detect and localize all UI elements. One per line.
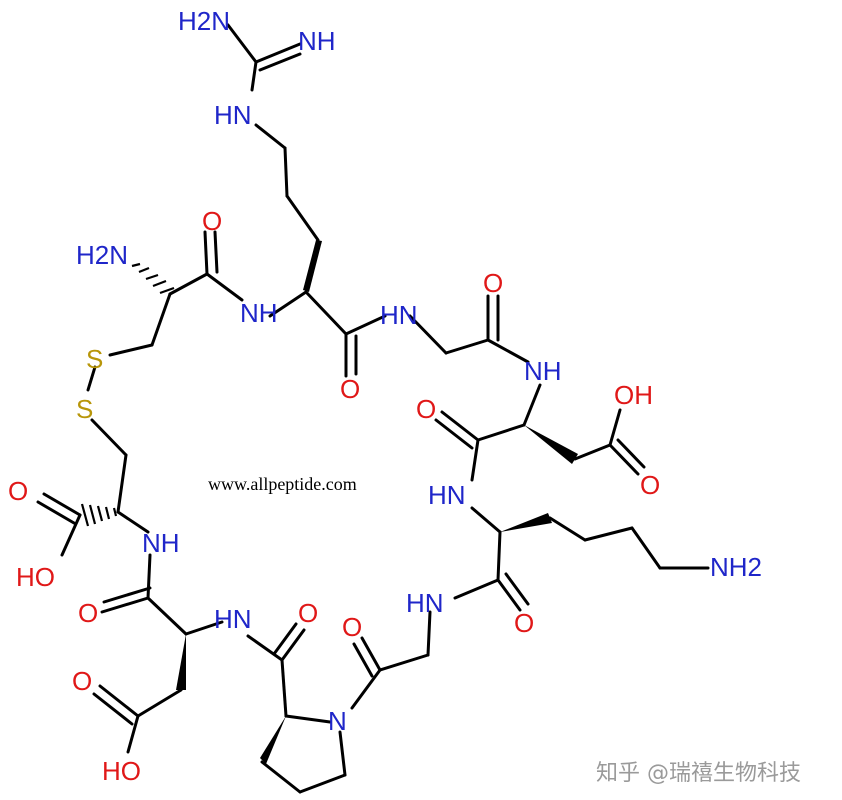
bond-skeleton: [36, 23, 710, 794]
watermark: 知乎 @瑞禧生物科技: [596, 761, 801, 786]
guanidine-nh-label: NH: [298, 26, 336, 56]
lys-amine-label: NH2: [710, 552, 762, 582]
atom-labels: H2N NH HN H2N O NH O HN O NH OH O O HN N…: [8, 6, 762, 786]
pro-n-label: N: [328, 706, 347, 736]
gly1-carbonyl-o-label: O: [483, 268, 503, 298]
wedge-asp1: [524, 425, 578, 464]
hash-cys2: [80, 503, 118, 527]
gly1-hn-label: HN: [380, 300, 418, 330]
asp1-nh-label: NH: [524, 356, 562, 386]
arg-nh-label: NH: [240, 298, 278, 328]
lys-hn-label: HN: [428, 480, 466, 510]
cys1-amine-label: H2N: [76, 240, 128, 270]
pro-carbonyl-o-label: O: [298, 598, 318, 628]
cys1-carbonyl-o-label: O: [202, 206, 222, 236]
cys2-ho-label: HO: [16, 562, 55, 592]
wedge-arg: [303, 240, 322, 292]
asp1-carbonyl-o-label: O: [416, 394, 436, 424]
hash-cys1: [131, 262, 175, 295]
asp1-side-o-label: O: [640, 470, 660, 500]
asp2-ho-label: HO: [102, 756, 141, 786]
asp2-carbonyl-o-label: O: [78, 598, 98, 628]
lys-carbonyl-o-label: O: [514, 608, 534, 638]
site-url: www.allpeptide.com: [208, 474, 357, 494]
wedge-asp2: [176, 634, 186, 690]
cys2-nh-label: NH: [142, 528, 180, 558]
guanidine-h2n-label: H2N: [178, 6, 230, 36]
wedge-lys: [500, 513, 552, 532]
arg-carbonyl-o-label: O: [340, 374, 360, 404]
guanidine-hn-label: HN: [214, 100, 252, 130]
asp2-side-o-label: O: [72, 666, 92, 696]
asp2-hn-label: HN: [214, 604, 252, 634]
asp1-oh-label: OH: [614, 380, 653, 410]
sulfur-2-label: S: [76, 394, 93, 424]
gly2-hn-label: HN: [406, 588, 444, 618]
sulfur-1-label: S: [86, 344, 103, 374]
cys2-carbonyl-o-label: O: [8, 476, 28, 506]
gly2-carbonyl-o-label: O: [342, 612, 362, 642]
wedge-pro: [260, 716, 286, 764]
